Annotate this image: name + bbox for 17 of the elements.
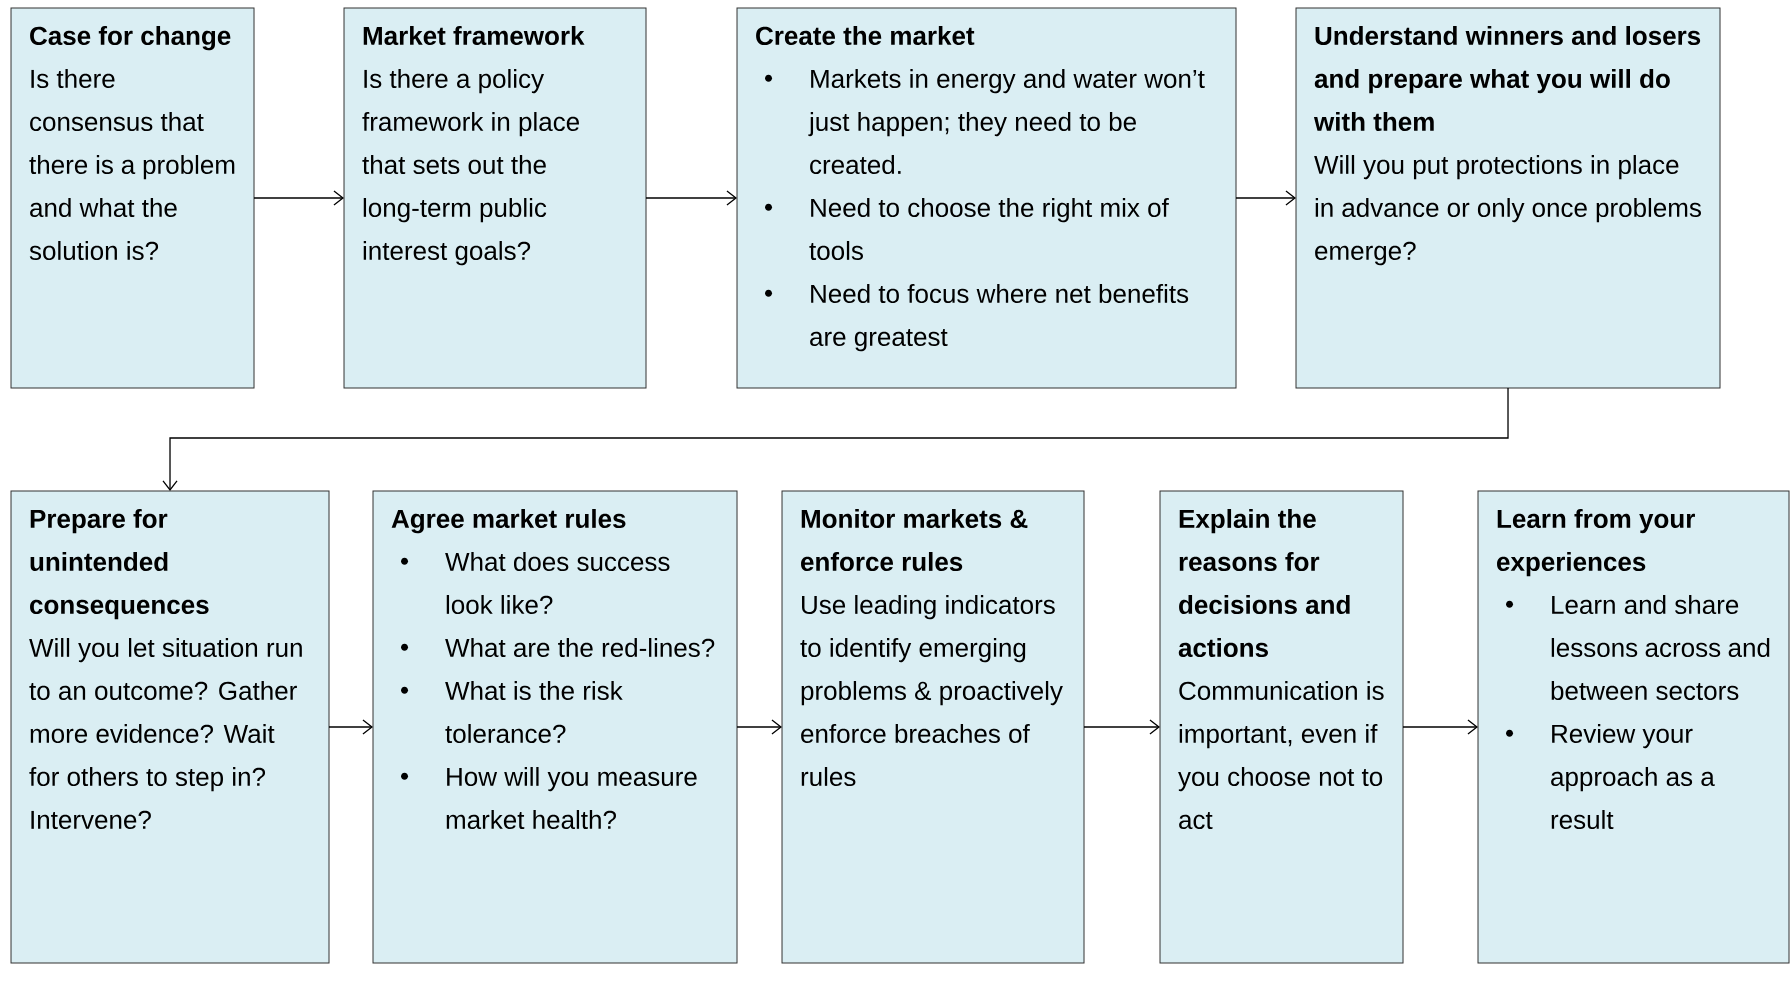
arrow <box>645 190 737 206</box>
arrow <box>1235 190 1296 206</box>
process-box: Prepare for unintended consequences Will you let situation run to an outcome? Gather more evidence? Wait for others to step in? Intervene? <box>10 490 330 964</box>
process-box: Market framework Is there a policy framework in place that sets out the long-term public interest goals? <box>343 7 647 389</box>
process-box: Case for change Is there consensus that there is a problem and what the solution is? <box>10 7 255 389</box>
arrow <box>253 190 344 206</box>
arrow <box>1402 719 1478 735</box>
process-box: Create the market Markets in energy and water won’t just happen; they need to be created. Need to choose the right mix of tools Need to focus where net benefits are greatest <box>736 7 1237 389</box>
arrow <box>328 719 373 735</box>
process-box: Understand winners and losers and prepare what you will do with them Will you put protections in place in advance or only once problems emerge? <box>1295 7 1721 389</box>
process-box: Monitor markets & enforce rules Use leading indicators to identify emerging problems & proactively enforce breaches of rules <box>781 490 1085 964</box>
arrow <box>162 387 1509 491</box>
process-box: Explain the reasons for decisions and actions Communication is important, even if you choose not to act <box>1159 490 1404 964</box>
arrow <box>1083 719 1160 735</box>
process-box: Agree market rules What does success look like? What are the red-lines? What is the risk tolerance? How will you measure market health? <box>372 490 738 964</box>
arrow <box>736 719 782 735</box>
process-box: Learn from your experiences Learn and share lessons across and between sectors Review your approach as a result <box>1477 490 1790 964</box>
